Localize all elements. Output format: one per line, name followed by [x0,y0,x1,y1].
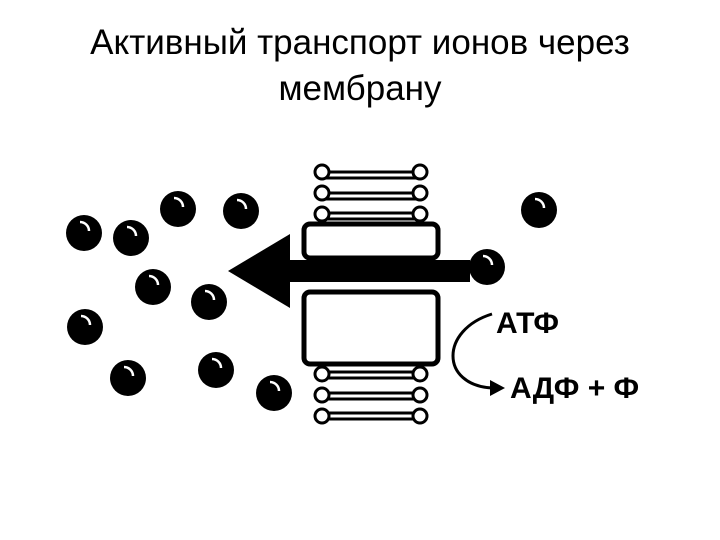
adp-label: АДФ + Ф [510,372,639,405]
ion [110,360,146,396]
transport-protein-lower [301,289,441,367]
ion [135,269,171,305]
ion [66,215,102,251]
ion [521,192,557,228]
ion [198,352,234,388]
ion [469,249,505,285]
diagram-title: Активный транспорт ионов через мембрану [0,20,720,112]
atp-conversion-arrow [451,312,505,396]
atp-label: АТФ [496,307,559,340]
ion [223,193,259,229]
ion [160,191,196,227]
membrane-lower [313,365,429,425]
ion [113,220,149,256]
title-line-2: мембрану [278,69,442,108]
title-line-1: Активный транспорт ионов через [90,23,630,62]
transport-protein-upper [301,221,441,261]
ion [256,375,292,411]
ion [67,309,103,345]
ion [191,284,227,320]
transport-arrow [228,234,470,308]
membrane-upper [313,163,429,223]
ions [66,191,557,411]
